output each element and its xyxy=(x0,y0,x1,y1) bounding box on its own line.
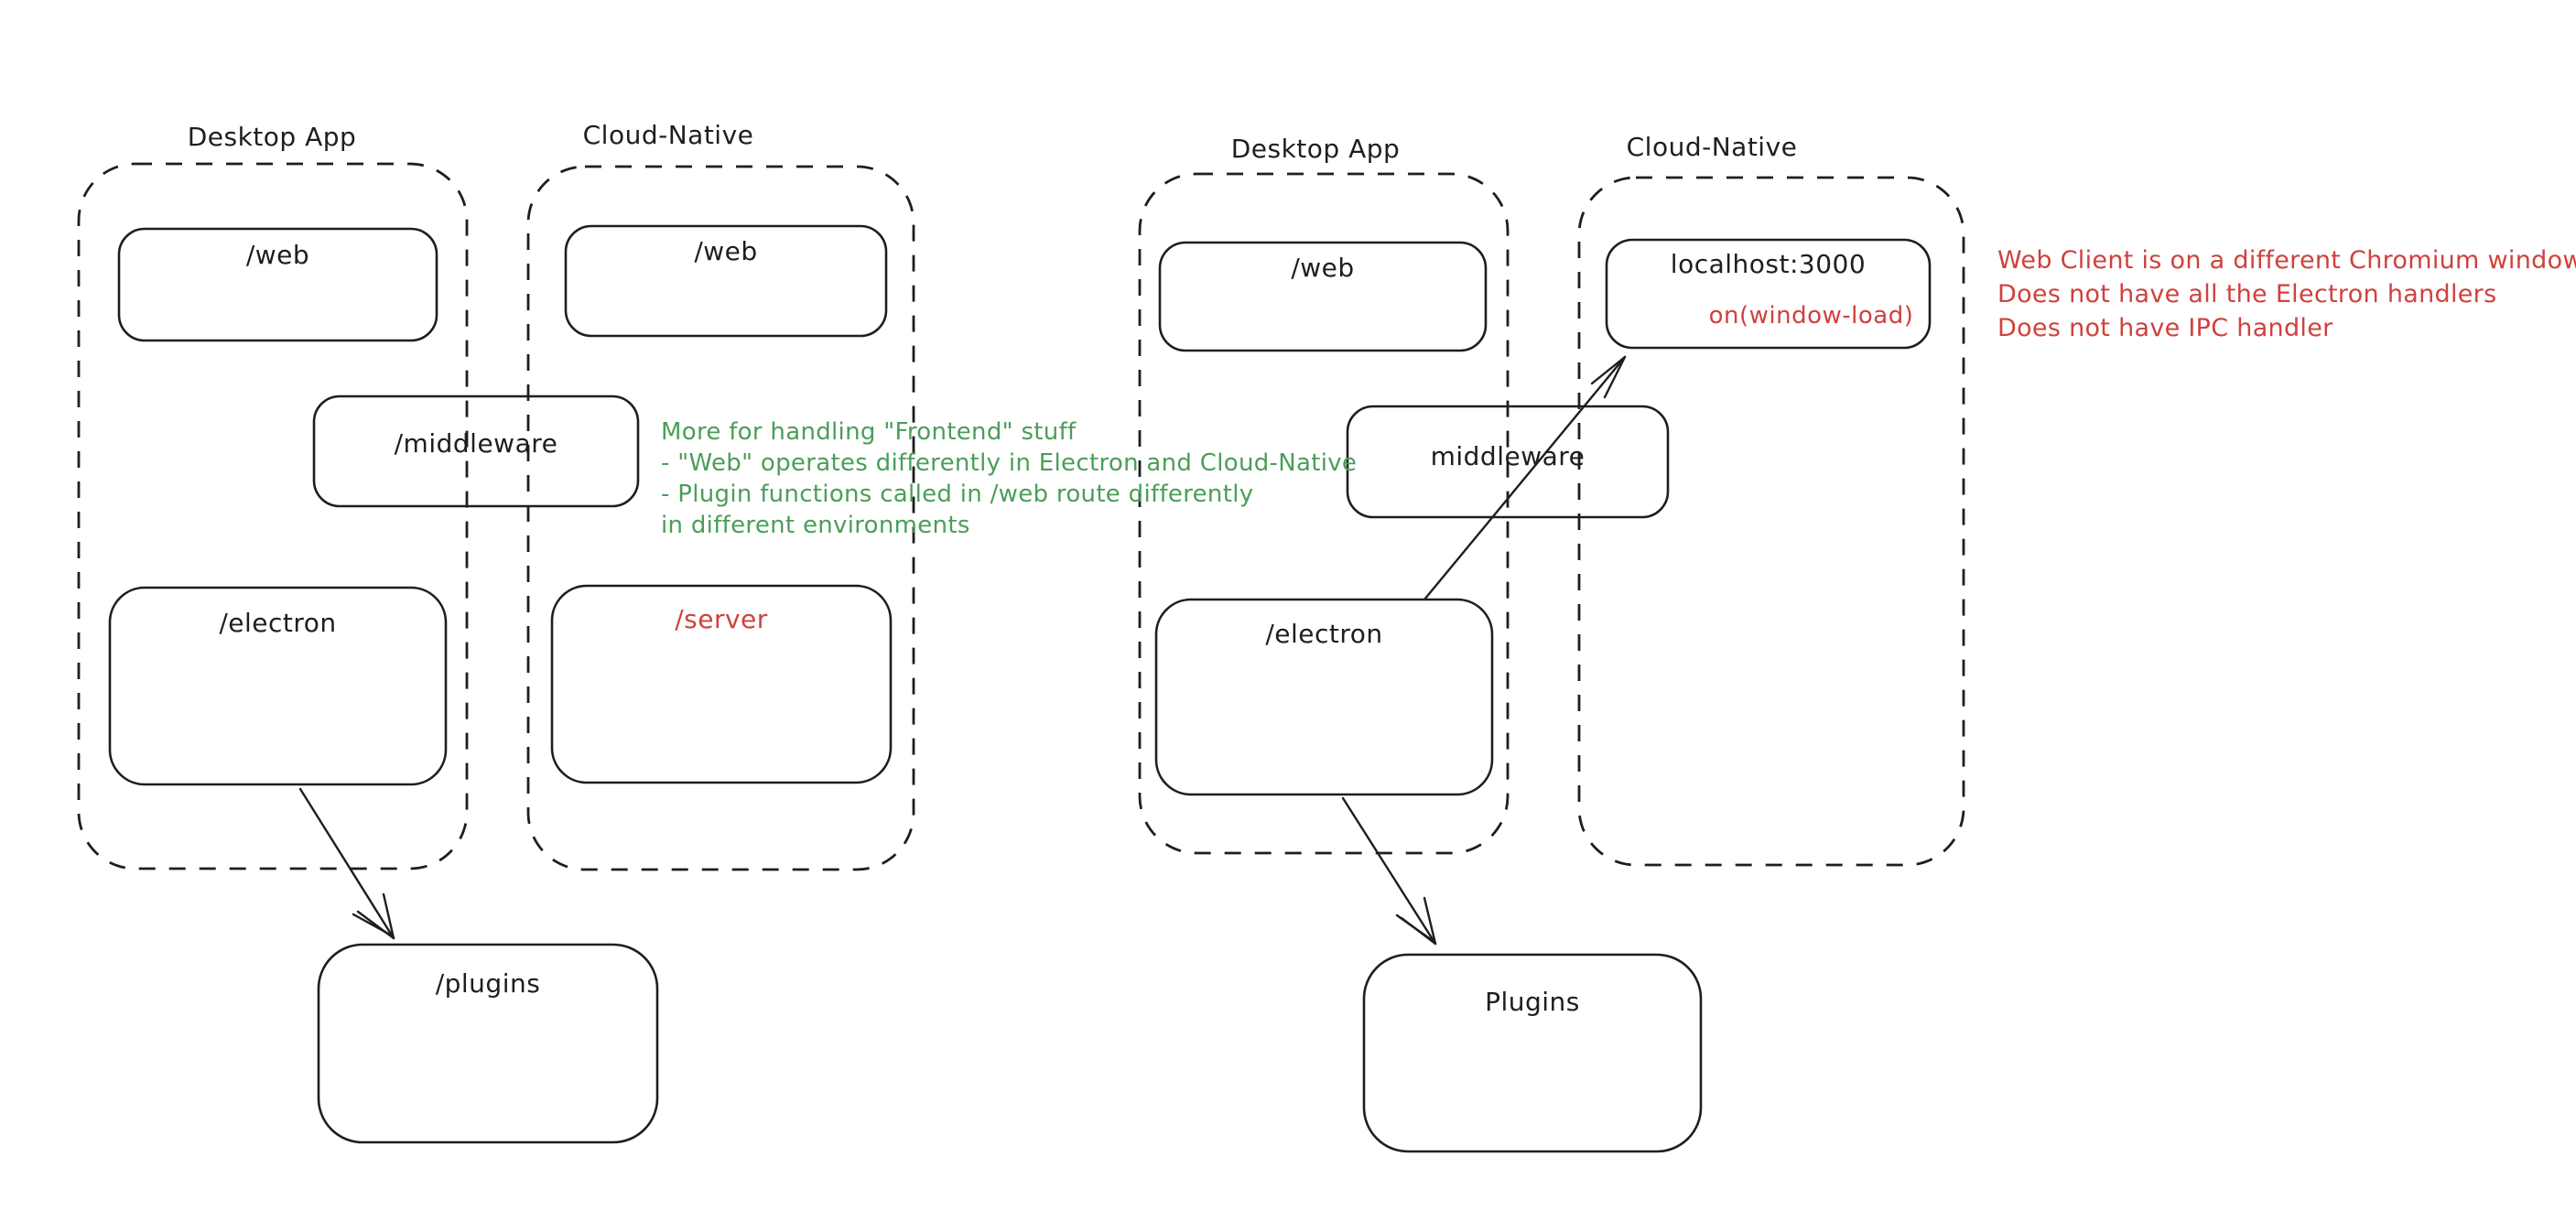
left-desktop-container xyxy=(77,162,469,870)
right-cloud-container xyxy=(1577,176,1965,867)
red-note-line-2: Does not have all the Electron handlers xyxy=(1997,280,2497,308)
right-cloud-title: Cloud-Native xyxy=(1626,132,1798,162)
left-web-cloud-box xyxy=(564,224,888,338)
arrow-right-electron-to-plugins xyxy=(1341,796,1437,946)
right-plugins-box xyxy=(1362,953,1703,1153)
left-server-label: /server xyxy=(675,604,768,634)
right-electron-label: /electron xyxy=(1265,619,1383,649)
right-red-note: Web Client is on a different Chromium wi… xyxy=(1997,243,2576,345)
left-cloud-title: Cloud-Native xyxy=(582,120,754,150)
left-web-desktop-label: /web xyxy=(245,240,310,270)
left-web-desktop-box xyxy=(117,227,438,342)
green-note-line-3: - Plugin functions called in /web route … xyxy=(661,481,1254,508)
red-note-line-3: Does not have IPC handler xyxy=(1997,314,2333,342)
green-note-line-1: More for handling "Frontend" stuff xyxy=(661,418,1077,446)
left-web-cloud-label: /web xyxy=(694,236,758,266)
right-middleware-label: middleware xyxy=(1430,441,1586,471)
left-middleware-box xyxy=(312,394,640,508)
right-web-desktop-box xyxy=(1158,241,1488,352)
right-localhost-box xyxy=(1605,238,1932,350)
red-note-line-1: Web Client is on a different Chromium wi… xyxy=(1997,246,2576,275)
right-electron-box xyxy=(1154,598,1494,796)
right-plugins-label: Plugins xyxy=(1485,987,1580,1017)
left-plugins-box xyxy=(317,943,659,1144)
green-note-line-4: in different environments xyxy=(661,512,970,539)
left-middleware-label: /middleware xyxy=(394,428,558,459)
left-desktop-title: Desktop App xyxy=(187,122,357,152)
left-plugins-label: /plugins xyxy=(435,968,541,999)
right-window-load-label: on(window-load) xyxy=(1708,302,1914,330)
green-note-line-2: - "Web" operates differently in Electron… xyxy=(661,449,1358,477)
right-middleware-box xyxy=(1346,405,1670,519)
right-web-desktop-label: /web xyxy=(1291,253,1355,283)
left-electron-label: /electron xyxy=(219,608,337,638)
left-server-box xyxy=(550,584,893,784)
right-localhost-label: localhost:3000 xyxy=(1670,249,1867,279)
right-desktop-container xyxy=(1138,172,1510,855)
left-cloud-container xyxy=(526,165,915,871)
arrow-right-electron-to-localhost xyxy=(1423,355,1627,601)
left-green-note: More for handling "Frontend" stuff - "We… xyxy=(661,416,1357,541)
left-electron-box xyxy=(108,586,448,786)
right-desktop-title: Desktop App xyxy=(1230,134,1401,164)
arrow-left-electron-to-plugins xyxy=(298,787,395,940)
